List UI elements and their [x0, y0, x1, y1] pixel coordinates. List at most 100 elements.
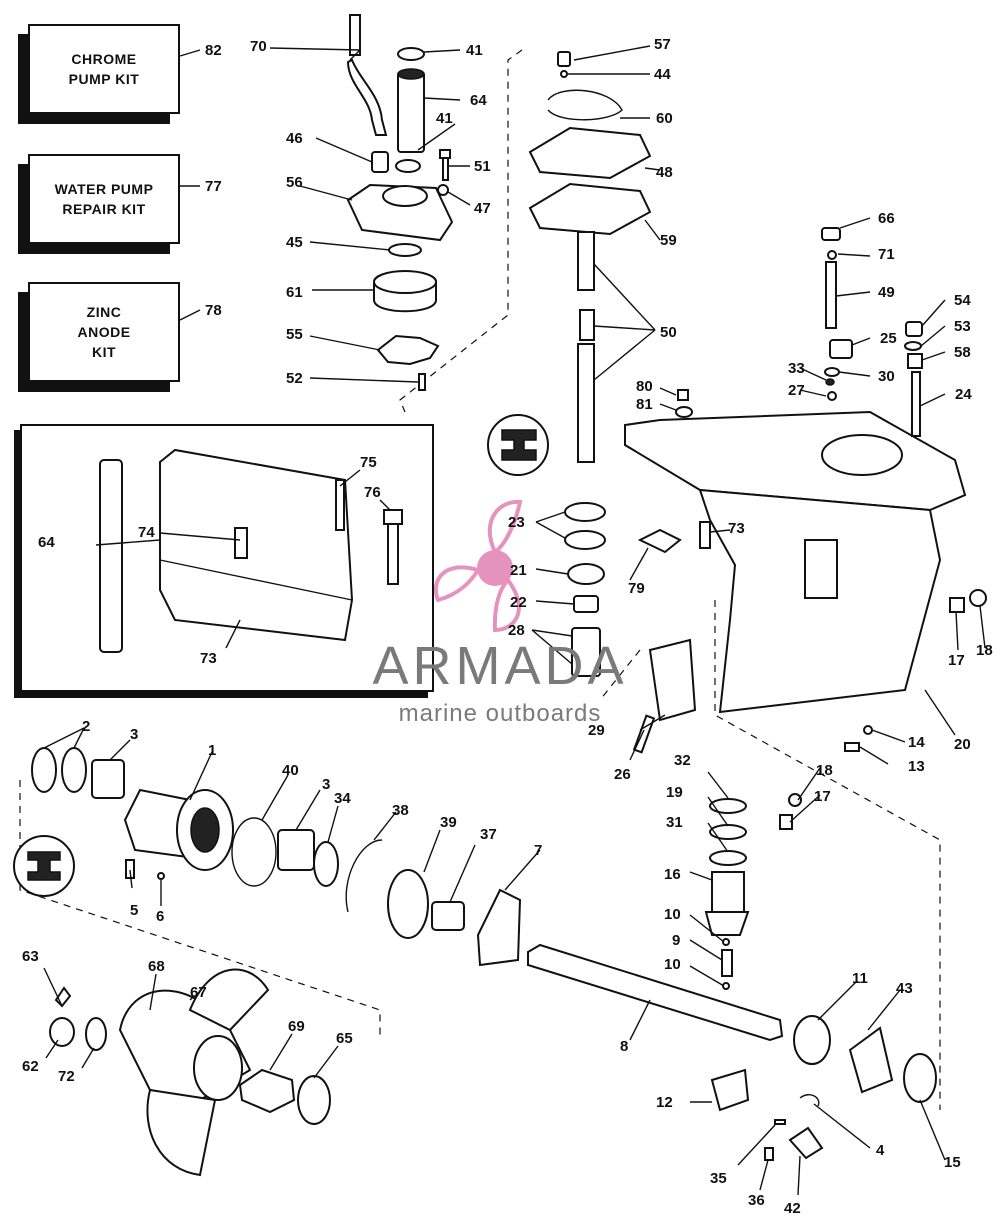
- inset-part-75-stud: [335, 479, 345, 531]
- part-25-nut: [829, 339, 853, 359]
- part-1-bearing-housing: [123, 788, 234, 871]
- callout-36: 36: [748, 1192, 765, 1209]
- callout-76: 76: [364, 484, 381, 501]
- part-36-pin: [764, 1147, 774, 1161]
- callout-55: 55: [286, 326, 303, 343]
- part-62-nut: [49, 1017, 75, 1047]
- callout-3: 3: [130, 726, 139, 743]
- callout-12: 12: [656, 1094, 673, 1111]
- part-57-plug: [557, 51, 571, 67]
- callout-44: 44: [654, 66, 671, 83]
- callout-72: 72: [58, 1068, 75, 1085]
- callout-43: 43: [896, 980, 913, 997]
- callout-74: 74: [138, 524, 155, 541]
- part-58-spacer: [907, 353, 923, 369]
- part-59-gasket: [528, 182, 652, 236]
- part-23-seals: [564, 502, 606, 550]
- callout-66: 66: [878, 210, 895, 227]
- callout-4: 4: [876, 1142, 885, 1159]
- watermark-subtitle: marine outboards: [398, 700, 602, 727]
- callout-28: 28: [508, 622, 525, 639]
- callout-23: 23: [508, 514, 525, 531]
- part-72-washer: [85, 1017, 107, 1051]
- part-43-reverse-gear: [848, 1026, 894, 1094]
- callout-18a: 18: [976, 642, 993, 659]
- part-9-spring: [721, 949, 733, 977]
- part-20-gearcase-housing: [624, 410, 967, 714]
- part-19-thrust-bearing: [709, 824, 747, 840]
- callout-30: 30: [878, 368, 895, 385]
- callout-33: 33: [788, 360, 805, 377]
- callout-82: 82: [205, 42, 222, 59]
- part-3-bearing: [91, 759, 125, 799]
- part-60-clip: [547, 89, 623, 121]
- part-70-water-tube: [346, 14, 388, 136]
- part-67-68-propeller: [118, 968, 270, 1177]
- part-7-forward-gear: [476, 888, 522, 967]
- callout-47: 47: [474, 200, 491, 217]
- inset-part-64-tube: [99, 459, 123, 653]
- callout-64: 64: [470, 92, 487, 109]
- callout-63: 63: [22, 948, 39, 965]
- callout-3b: 3: [322, 776, 331, 793]
- part-81-washer: [675, 406, 693, 418]
- callout-73-inset: 73: [200, 650, 217, 667]
- callout-50: 50: [660, 324, 677, 341]
- part-54-nut: [905, 321, 923, 337]
- callout-42: 42: [784, 1200, 801, 1217]
- part-32-thrust-washer: [709, 798, 747, 814]
- part-53-washer: [904, 341, 922, 351]
- callout-71: 71: [878, 246, 895, 263]
- callout-5: 5: [130, 902, 139, 919]
- callout-7: 7: [534, 842, 543, 859]
- part-11-clutch-dog: [793, 1015, 831, 1065]
- callout-17b: 17: [814, 788, 831, 805]
- callout-81: 81: [636, 396, 653, 413]
- callout-64-inset: 64: [38, 534, 55, 551]
- callout-46: 46: [286, 130, 303, 147]
- callout-13: 13: [908, 758, 925, 775]
- callout-32: 32: [674, 752, 691, 769]
- callout-56: 56: [286, 174, 303, 191]
- callout-62: 62: [22, 1058, 39, 1075]
- callout-9: 9: [672, 932, 681, 949]
- part-42-shift-lever: [788, 1126, 824, 1160]
- part-29-anode: [648, 638, 697, 722]
- part-64-pump-tube: [397, 68, 425, 153]
- part-41-o-ring-lower: [395, 159, 421, 173]
- callout-38: 38: [392, 802, 409, 819]
- part-21-seal: [567, 563, 605, 585]
- inset-part-73-gearcase-cover: [159, 448, 354, 642]
- callout-20: 20: [954, 736, 971, 753]
- inset-panel: [20, 424, 434, 692]
- part-55-impeller: [376, 334, 440, 366]
- callout-67: 67: [190, 984, 207, 1001]
- callout-40: 40: [282, 762, 299, 779]
- callout-60: 60: [656, 110, 673, 127]
- callout-37: 37: [480, 826, 497, 843]
- part-16-pinion-gear: [704, 871, 750, 936]
- callout-22: 22: [510, 594, 527, 611]
- callout-78: 78: [205, 302, 222, 319]
- callout-24: 24: [955, 386, 972, 403]
- inset-part-74-screw: [234, 527, 248, 559]
- callout-80: 80: [636, 378, 653, 395]
- callout-73: 73: [728, 520, 745, 537]
- part-24-stud: [911, 371, 921, 437]
- part-17-18-drain-plugs: [779, 589, 987, 830]
- callout-10b: 10: [664, 956, 681, 973]
- inset-part-76-bolt: [383, 509, 403, 585]
- guide-right: [714, 600, 941, 1110]
- guide-shaft: [599, 649, 641, 701]
- part-8-propeller-shaft: [527, 943, 784, 1042]
- part-35-pin: [774, 1119, 786, 1125]
- part-37-bearing: [431, 901, 465, 931]
- part-80-screw: [677, 389, 689, 401]
- callout-57: 57: [654, 36, 671, 53]
- part-79-plate: [637, 528, 682, 554]
- callout-61: 61: [286, 284, 303, 301]
